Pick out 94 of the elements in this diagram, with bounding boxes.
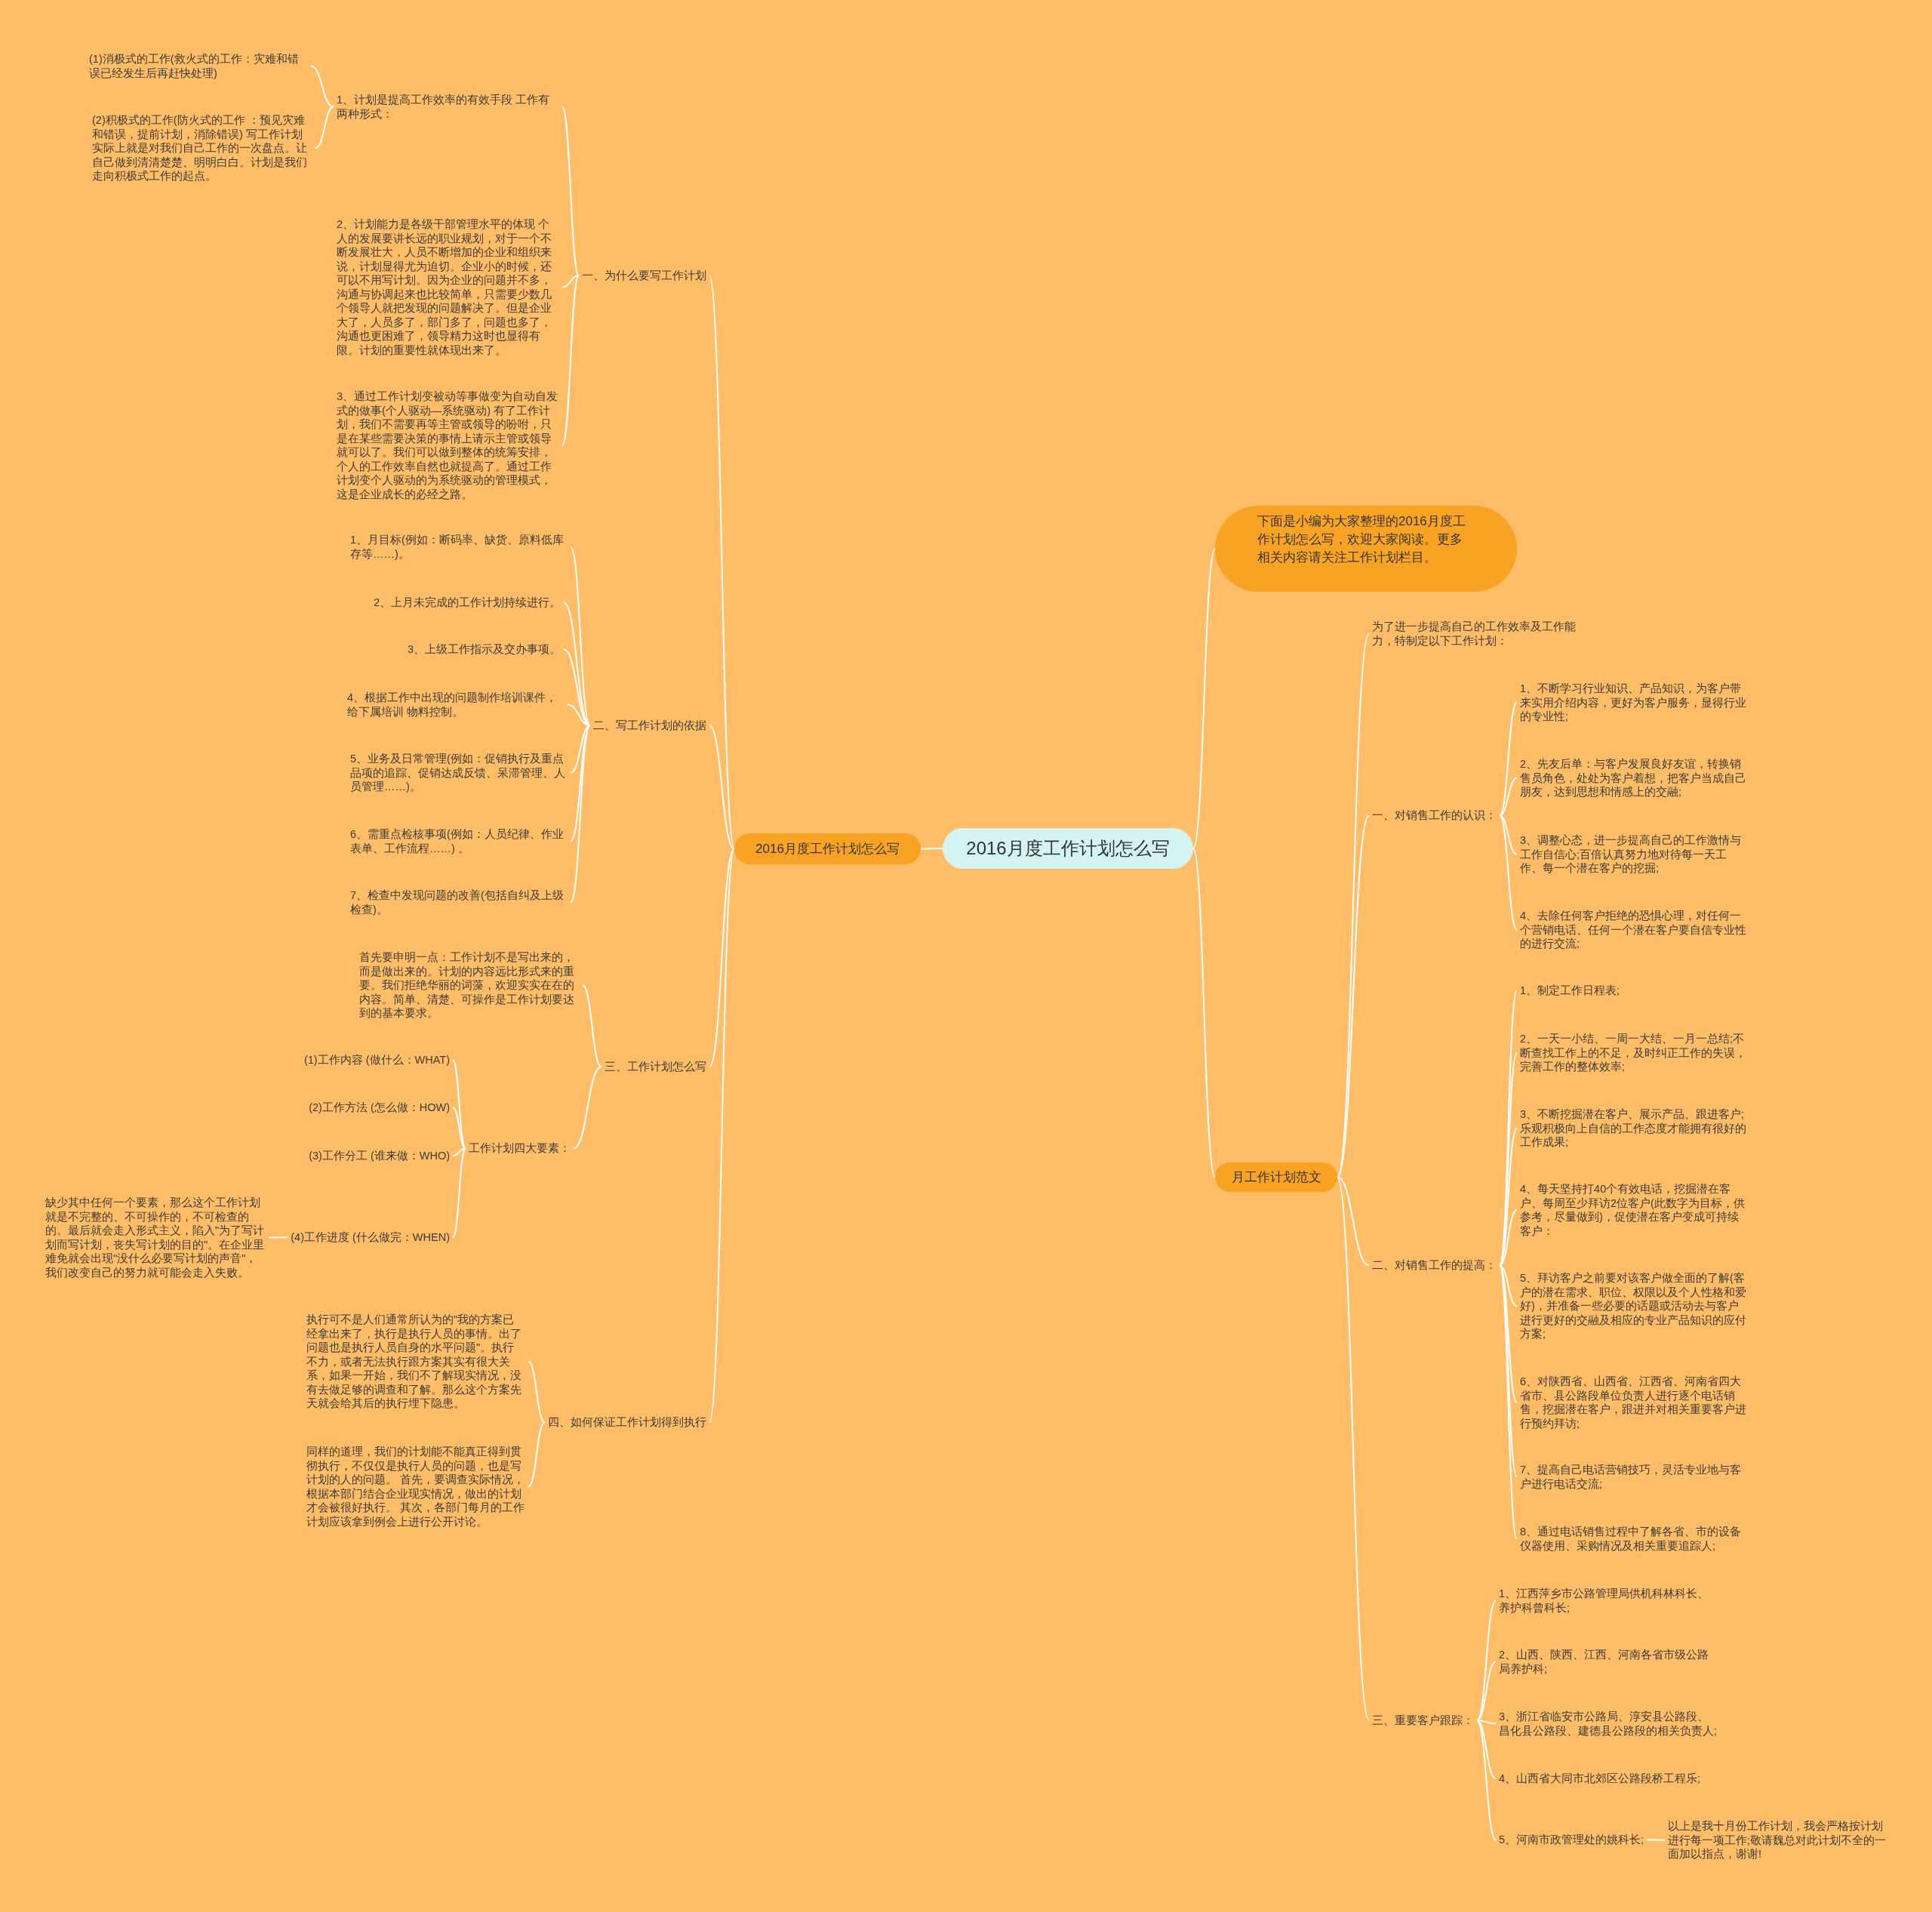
branch-text: (1)消极式的工作(救火式的工作：灾难和错误已经发生后再赶快处理) (86, 51, 311, 82)
branch-text: 4、去除任何客户拒绝的恐惧心理，对任何一个营销电话、任何一个潜在客户要自信专业性的进行交流; (1517, 907, 1749, 953)
connector-line (268, 1236, 289, 1239)
connector-line (709, 848, 735, 1424)
branch-text: 4、每天坚持打40个有效电话，挖掘潜在客户、每周至少拜访2位客户(此数字为目标，供参考，尽量做到)，促使潜在客户变成可持续客户： (1517, 1181, 1749, 1239)
connector-line (1476, 1720, 1497, 1725)
connector-line (528, 1360, 546, 1424)
topic-pill: 下面是小编为大家整理的2016月度工作计划怎么写，欢迎大家阅读。更多相关内容请关注工作计划栏目。 (1215, 506, 1517, 592)
connector-line (1337, 1176, 1370, 1267)
branch-text: (1)工作内容 (做什么：WHAT) (300, 1051, 453, 1069)
connector-line (1476, 1661, 1497, 1722)
connector-line (1646, 1839, 1666, 1841)
topic-pill: 月工作计划范文 (1215, 1162, 1337, 1192)
branch-text: 7、检查中发现问题的改善(包括自纠及上级检查)。 (347, 887, 571, 918)
central-topic: 2016月度工作计划怎么写 (943, 828, 1193, 869)
branch-text: 3、上级工作指示及交办事项。 (404, 641, 564, 658)
branch-text: 二、对销售工作的提高： (1369, 1257, 1500, 1274)
branch-text: 1、制定工作日程表; (1517, 982, 1623, 999)
branch-text: 4、山西省大同市北郊区公路段桥工程乐; (1496, 1770, 1704, 1787)
connector-line (563, 648, 591, 727)
connector-line (1476, 1599, 1497, 1722)
branch-text: 2、山西、陕西、江西、河南各省市级公路局养护科; (1496, 1646, 1722, 1677)
branch-text: 4、根据工作中出现的问题制作培训课件，给下属培训 物料控制。 (344, 689, 568, 720)
branch-text: 二、写工作计划的依据 (590, 717, 709, 734)
branch-text: (2)工作方法 (怎么做：HOW) (306, 1099, 453, 1116)
branch-text: 三、工作计划怎么写 (601, 1058, 709, 1076)
connector-line (452, 1147, 466, 1239)
branch-text: 缺少其中任何一个要素，那么这个工作计划就是不完整的、不可操作的，不可检查的的。最后就会走入形式主义，陷入"为了写计划而写计划，丧失写计划的目的"。在企业里难免就会出现"没什么必要写计划的声音"，我们改变自己的努力就可能会走入失败。 (42, 1194, 269, 1281)
connector-line (561, 275, 580, 288)
connector-line (452, 1107, 466, 1150)
branch-text: 同样的道理，我们的计划能不能真正得到贯彻执行，不仅仅是执行人员的问题，也是写计划的人的问题。 首先，要调查实际情况，根据本部门结合企业现实情况，做出的计划才会被很好执行。 其次，各部门每月的工作计划应该拿到例会上进行公开讨论。 (303, 1443, 528, 1530)
branch-text: (2)积极式的工作(防火式的工作 ：预见灾难和错误，提前计划，消除错误) 写工作计划实际上就是对我们自己工作的一次盘点。让自己做到清清楚楚、明明白白。计划是我们走向积极式工作的起点。 (89, 112, 315, 185)
branch-text: 一、为什么要写工作计划 (579, 267, 709, 285)
topic-pill: 2016月度工作计划怎么写 (734, 833, 921, 864)
branch-text: 执行可不是人们通常所认为的"我的方案已经拿出来了，执行是执行人员的事情。出了问题也是执行人员自身的水平问题"。执行不力，或者无法执行跟方案其实有很大关系，如果一开始，我们不了解现实情况，没有去做足够的调查和了解。那么这个方案先天就会给其后的执行埋下隐患。 (303, 1311, 528, 1412)
connector-line (1499, 1209, 1518, 1267)
connector-line (709, 725, 735, 850)
branch-text: 1、江西萍乡市公路管理局供机科林科长、养护科曾科长; (1496, 1585, 1722, 1616)
connector-line (1337, 814, 1370, 1178)
connector-line (582, 984, 602, 1068)
connector-line (573, 1066, 602, 1150)
branch-text: 3、调整心态，进一步提高自己的工作激情与工作自信心;百倍认真努力地对待每一天工作、每一个潜在客户的挖掘; (1517, 832, 1749, 877)
branch-text: 6、需重点检核事项(例如：人员纪律、作业表单、工作流程……) 。 (347, 826, 571, 857)
connector-line (1499, 1264, 1518, 1307)
branch-text: 工作计划四大要素： (466, 1140, 574, 1157)
branch-text: 1、月目标(例如：断码率、缺货、原料低库存等……)。 (347, 531, 571, 562)
connector-line (709, 275, 735, 850)
branch-text: 5、河南市政管理处的姚科长; (1496, 1831, 1647, 1849)
branch-text: 3、浙江省临安市公路局、淳安县公路段、昌化县公路段、建德县公路段的相关负责人; (1496, 1708, 1722, 1739)
connector-line (1499, 1264, 1518, 1403)
connector-line (1499, 1127, 1518, 1267)
branch-text: 以上是我十月份工作计划，我会严格按计划进行每一项工作;敬请魏总对此计划不全的一面加以指点，谢谢! (1665, 1818, 1891, 1863)
branch-text: 2、计划能力是各级干部管理水平的体现 个人的发展要讲长远的职业规划，对于一个不断发展壮大，人员不断增加的企业和组织来说，计划显得尤为迫切。企业小的时候，还可以不用写计划。因为企业的问题并不多，沟通与协调起来也比较简单，只需要少数几个领导人就把发现的问题解决了。但是企业大了，人员多了，部门多了，问题也多了，沟通也更困难了，领导精力这时也显得有限。计划的重要性就体现出来了。 (334, 216, 562, 359)
branch-text: (3)工作分工 (谁来做：WHO) (306, 1147, 453, 1165)
branch-text: 8、通过电话销售过程中了解各省、市的设备仪器使用、采购情况及相关重要追踪人; (1517, 1523, 1749, 1554)
connector-line (570, 546, 591, 727)
connector-line (570, 725, 591, 904)
branch-text: 1、计划是提高工作效率的有效手段 工作有两种形式： (334, 91, 562, 122)
branch-text: (4)工作进度 (什么做完：WHEN) (288, 1229, 453, 1246)
connector-line (315, 106, 334, 149)
connector-line (1499, 814, 1518, 931)
connector-line (452, 1147, 466, 1157)
branch-text: 3、通过工作计划变被动等事做变为自动自发式的做事(个人驱动—系统驱动) 有了工作计划，我们不需要再等主管或领导的吩咐，只是在某些需要决策的事情上请示主管或领导就可以了。我们可以做到整体的统筹安排，个人的工作效率自然也就提高了。通过工作计划变个人驱动的为系统驱动的管理模式，这是企业成长的必经之路。 (334, 388, 562, 503)
branch-text: 2、一天一小结、一周一大结、一月一总结;不断查找工作上的不足，及时纠正工作的失误，完善工作的整体效率; (1517, 1030, 1749, 1076)
connector-line (561, 106, 580, 277)
branch-text: 首先要申明一点：工作计划不是写出来的，而是做出来的。计划的内容远比形式来的重要。我们拒绝华丽的词藻，欢迎实实在在的内容。简单、清楚、可操作是工作计划要达到的基本要求。 (356, 949, 583, 1022)
branch-text: 三、重要客户跟踪： (1369, 1712, 1477, 1729)
connector-line (1192, 548, 1216, 849)
connector-line (570, 725, 591, 842)
connector-line (1476, 1720, 1497, 1780)
branch-text: 2、先友后单：与客户发展良好友谊，转换销售员角色，处处为客户着想，把客户当成自己朋友，达到思想和情感上的交融; (1517, 756, 1749, 801)
connector-line (561, 275, 580, 446)
branch-text: 5、拜访客户之前要对该客户做全面的了解(客户的潜在需求、职位、权限以及个人性格和爱好)，并准备一些必要的话题或活动去与客户进行更好的交融及相应的专业产品知识的应付方案; (1517, 1270, 1749, 1343)
branch-text: 为了进一步提高自己的工作效率及工作能力，特制定以下工作计划： (1369, 618, 1594, 649)
connector-line (1476, 1720, 1497, 1841)
branch-text: 四、如何保证工作计划得到执行 (545, 1414, 709, 1431)
connector-line (1192, 848, 1216, 1178)
connector-line (310, 65, 334, 108)
connector-line (1499, 814, 1518, 855)
branch-text: 5、业务及日常管理(例如：促销执行及重点品项的追踪、促销达成反馈、呆滞管理、人员管理……)。 (347, 750, 571, 796)
connector-line (1499, 701, 1518, 817)
connector-line (528, 1421, 546, 1488)
branch-text: 一、对销售工作的认识： (1369, 807, 1500, 824)
connector-line (1499, 777, 1518, 817)
connector-line (570, 725, 591, 774)
connector-line (1499, 1264, 1518, 1540)
branch-text: 6、对陕西省、山西省、江西省、河南省四大省市、县公路段单位负责人进行逐个电话销售，挖掘潜在客户，跟进并对相关重要客户进行预约拜访; (1517, 1373, 1749, 1432)
branch-text: 7、提高自己电话营销技巧，灵活专业地与客户进行电话交流; (1517, 1461, 1749, 1492)
connector-line (709, 848, 735, 1068)
connector-line (1337, 1176, 1370, 1722)
connector-line (920, 848, 943, 850)
branch-text: 3、不断挖掘潜在客户、展示产品、跟进客户;乐观积极向上自信的工作态度才能拥有很好的工作成果; (1517, 1106, 1749, 1151)
branch-text: 1、不断学习行业知识、产品知识，为客户带来实用介绍内容，更好为客户服务，显得行业的专业性; (1517, 680, 1749, 725)
branch-text: 2、上月未完成的工作计划持续进行。 (370, 594, 564, 611)
